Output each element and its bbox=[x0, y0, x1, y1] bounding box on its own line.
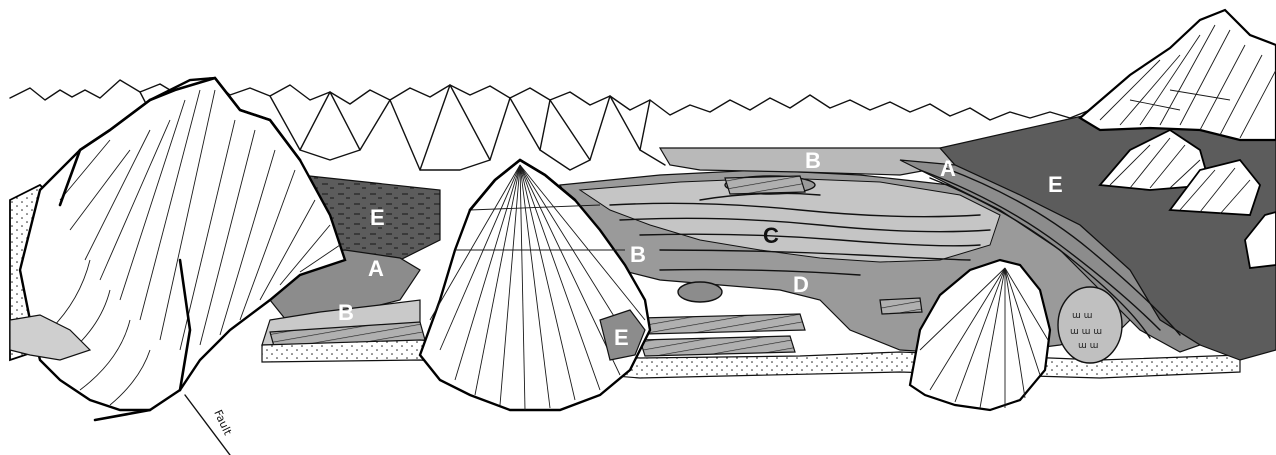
marsh-pond: ɯ ɯ ɯ ɯ ɯ ɯ ɯ bbox=[1058, 287, 1122, 363]
label-a-right: A bbox=[940, 156, 956, 181]
terrace-mid-1 bbox=[640, 314, 805, 334]
label-c-center: C bbox=[763, 223, 779, 248]
label-b-top: B bbox=[805, 148, 821, 173]
label-e-mid: E bbox=[614, 325, 629, 350]
label-e-right: E bbox=[1048, 172, 1063, 197]
svg-text:ɯ ɯ: ɯ ɯ bbox=[1078, 341, 1098, 351]
label-e-left: E bbox=[370, 205, 385, 230]
terrace-top bbox=[725, 176, 805, 194]
terrace-mid-2 bbox=[640, 336, 795, 356]
fault-label: Fault bbox=[211, 408, 234, 438]
svg-text:ɯ ɯ ɯ: ɯ ɯ ɯ bbox=[1070, 327, 1102, 337]
label-a-left: A bbox=[368, 256, 384, 281]
label-b-mid: B bbox=[630, 242, 646, 267]
svg-text:ɯ ɯ: ɯ ɯ bbox=[1072, 311, 1092, 321]
terrace-mid-3 bbox=[880, 298, 922, 314]
label-b-left: B bbox=[338, 300, 354, 325]
crater bbox=[678, 282, 722, 302]
label-d-center: D bbox=[793, 272, 809, 297]
